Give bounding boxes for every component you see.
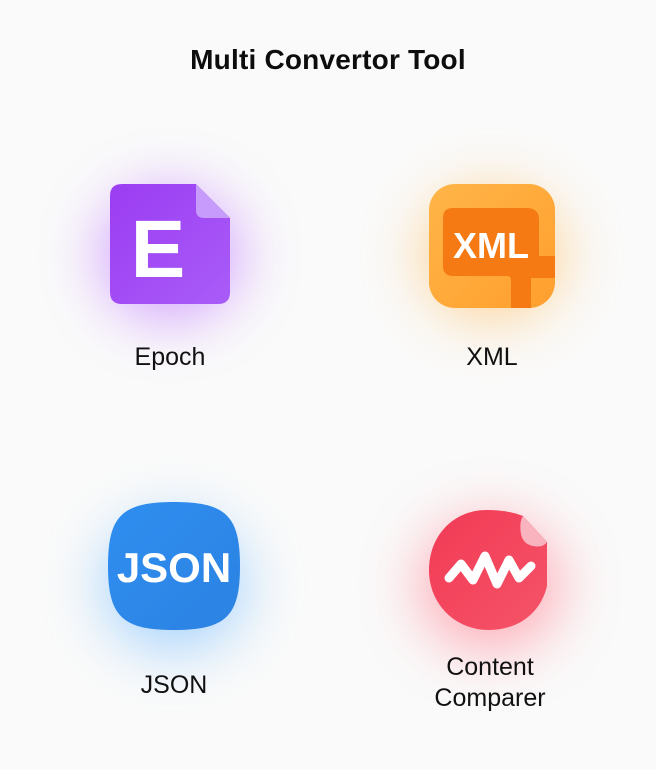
tool-epoch[interactable]: E Epoch [60,160,280,373]
svg-text:E: E [131,204,186,295]
xml-icon[interactable]: XML [427,182,557,310]
svg-text:XML: XML [453,225,529,266]
tool-label: Epoch [134,343,206,371]
tool-label-line: Content [446,653,534,681]
tool-label-line: Comparer [434,684,546,712]
tool-label: XML [466,343,518,371]
tool-xml[interactable]: XML XML [382,160,602,373]
tool-label: Content Comparer [434,652,545,714]
epoch-icon[interactable]: E [108,182,232,306]
tool-json[interactable]: JSON JSON [64,480,284,701]
svg-text:JSON: JSON [117,544,231,591]
waveform-icon[interactable] [427,508,553,632]
tool-content-comparer[interactable]: Content Comparer [380,480,600,714]
json-icon[interactable]: JSON [106,500,242,632]
tool-label: JSON [140,671,208,699]
page-title: Multi Convertor Tool [190,44,466,75]
